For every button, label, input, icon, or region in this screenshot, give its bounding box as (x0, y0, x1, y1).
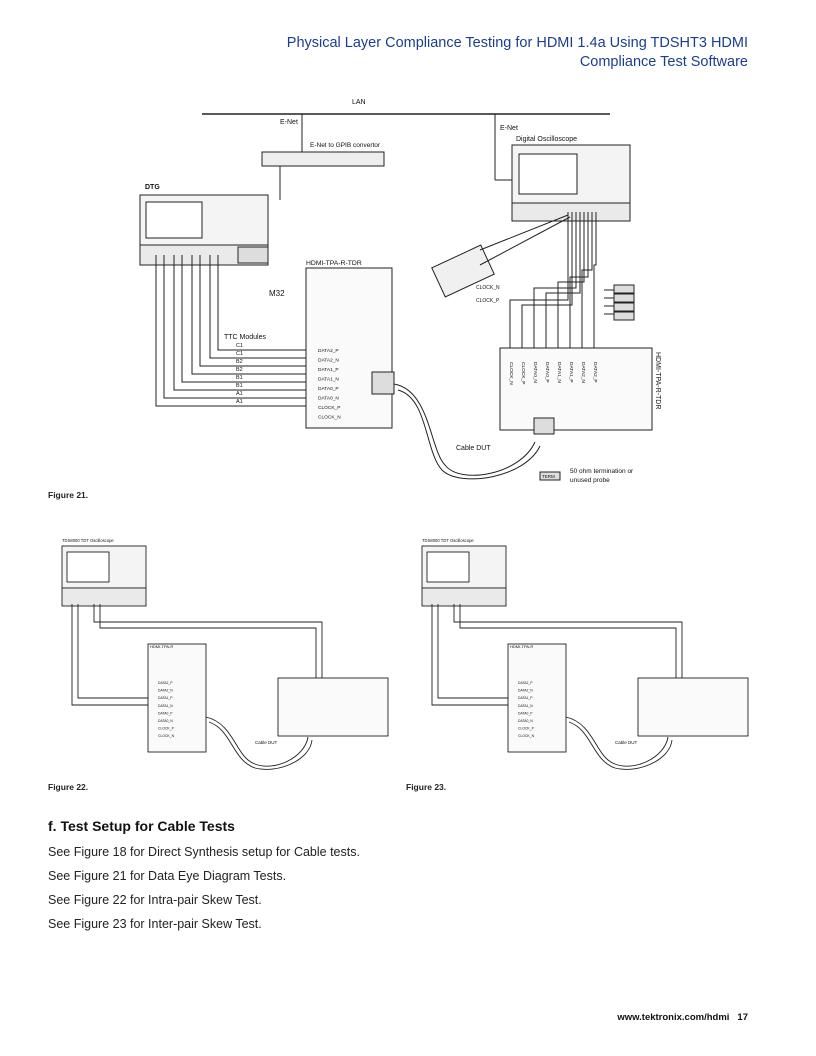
section-line-4: See Figure 23 for Inter-pair Skew Test. (48, 917, 262, 931)
fixture-pin-label: CLOCK_N (158, 734, 175, 738)
probe-clock-p: CLOCK_P (476, 298, 500, 304)
figure-21-diagram: LAN E-Net E-Net E-Net to GPIB convertor … (139, 99, 661, 484)
left-pin-label: DATA1_N (318, 377, 339, 383)
section-line-2: See Figure 21 for Data Eye Diagram Tests… (48, 869, 287, 883)
right-pin-label: DATA1_P (568, 362, 574, 383)
right-pin-label: DATA2_P (592, 362, 598, 383)
left-fixture-pins: DATA2_P DATA2_N DATA1_P DATA1_N DATA0_P DATA0… (318, 348, 341, 421)
fixture-pin-label: DATA1_N (518, 704, 533, 708)
section-line-3: See Figure 22 for Intra-pair Skew Test. (48, 893, 262, 907)
fixture-pin-label: DATA2_P (518, 681, 533, 685)
page-number: 17 (737, 1012, 748, 1023)
ttc-module-label: B1 (236, 383, 243, 389)
right-pin-label: CLOCK_N (508, 362, 514, 385)
left-pin-label: DATA2_N (318, 358, 339, 364)
figure-23-diagram: TDS8000 TDT Oscilloscope HDMI-TPA-R Cabl… (421, 538, 749, 770)
page-footer: www.tektronix.com/hdmi 17 (617, 1012, 748, 1023)
right-pin-label: CLOCK_P (520, 362, 526, 384)
left-pin-label: CLOCK_N (318, 415, 341, 421)
scope-label: Digital Oscilloscope (516, 136, 577, 143)
right-pin-label: DATA2_N (580, 362, 586, 383)
fig23-pins: DATA2_P DATA2_N DATA1_P DATA1_N DATA0_P DATA0… (518, 681, 535, 738)
section-title: f. Test Setup for Cable Tests (48, 818, 235, 834)
enet-right-label: E-Net (500, 125, 518, 132)
fig23-cable-label: Cable DUT (615, 740, 638, 745)
cable-dut-label: Cable DUT (456, 445, 491, 452)
section-line-1: See Figure 18 for Direct Synthesis setup… (48, 845, 360, 859)
fig23-scope-title: TDS8000 TDT Oscilloscope (422, 538, 474, 543)
right-pin-label: DATA0_N (532, 362, 538, 383)
fixture-pin-label: DATA0_N (158, 719, 173, 723)
ttc-module-label: B2 (236, 367, 243, 373)
figure-22-diagram: TDS8000 TDT Oscilloscope HDMI-TPA-R Cabl… (61, 538, 389, 770)
left-pin-label: DATA0_P (318, 386, 339, 392)
fixture-pin-label: DATA1_P (158, 696, 173, 700)
ttc-module-label: A1 (236, 391, 243, 397)
fixture-pin-label: DATA2_N (518, 689, 533, 693)
ttc-label: TTC Modules (224, 334, 267, 341)
ttc-module-label: C1 (236, 343, 243, 349)
page-header: Physical Layer Compliance Testing for HD… (287, 34, 748, 72)
fig22-cable-label: Cable DUT (255, 740, 278, 745)
fig23-fixture-label: HDMI-TPA-R (510, 644, 533, 649)
left-pin-label: DATA0_N (318, 396, 339, 402)
term-note-1: 50 ohm termination or (570, 468, 634, 475)
lan-label: LAN (352, 99, 366, 106)
enet-left-label: E-Net (280, 119, 298, 126)
figure-22-caption: Figure 22. (48, 782, 89, 792)
fixture-pin-label: DATA2_N (158, 689, 173, 693)
fixture-pin-label: CLOCK_P (158, 727, 175, 731)
right-fixture-pins: CLOCK_N CLOCK_P DATA0_N DATA0_P DATA1_N DATA1… (508, 362, 598, 385)
fixture-right-label: HDMI-TPA-R-TDR (654, 352, 661, 409)
fixture-pin-label: DATA1_P (518, 696, 533, 700)
fig22-pins: DATA2_P DATA2_N DATA1_P DATA1_N DATA0_P DATA0… (158, 681, 175, 738)
figure-23-caption: Figure 23. (406, 782, 447, 792)
fixture-pin-label: DATA0_N (518, 719, 533, 723)
right-pin-label: DATA1_N (556, 362, 562, 383)
ttc-module-label: C1 (236, 351, 243, 357)
fixture-pin-label: DATA0_P (518, 711, 533, 715)
header-line-1: Physical Layer Compliance Testing for HD… (286, 35, 748, 51)
probe-clock-n: CLOCK_N (476, 285, 500, 291)
dtg-label: DTG (145, 184, 160, 191)
left-pin-label: DATA2_P (318, 348, 339, 354)
ttc-module-label: B2 (236, 359, 243, 365)
fixture-pin-label: CLOCK_P (518, 727, 535, 731)
gpib-label: E-Net to GPIB convertor (310, 142, 381, 149)
fixture-pin-label: DATA0_P (158, 711, 173, 715)
fixture-pin-label: DATA1_N (158, 704, 173, 708)
fig22-scope-title: TDS8000 TDT Oscilloscope (62, 538, 114, 543)
left-pin-label: CLOCK_P (318, 405, 340, 411)
fig22-fixture-label: HDMI-TPA-R (150, 644, 173, 649)
fixture-pin-label: CLOCK_N (518, 734, 535, 738)
term-box-label: TERM (542, 474, 555, 479)
footer-url[interactable]: www.tektronix.com/hdmi (617, 1012, 730, 1023)
term-note-2: unused probe (570, 477, 610, 484)
right-pin-label: DATA0_P (544, 362, 550, 383)
ttc-module-label: B1 (236, 375, 243, 381)
figure-21-caption: Figure 21. (48, 490, 89, 500)
fixture-pin-label: DATA2_P (158, 681, 173, 685)
fixture-left-label: HDMI-TPA-R-TDR (306, 260, 362, 267)
header-line-2: Compliance Test Software (579, 54, 748, 70)
m32-label: M32 (269, 289, 285, 298)
left-pin-label: DATA1_P (318, 367, 339, 373)
ttc-module-label: A1 (236, 399, 243, 405)
